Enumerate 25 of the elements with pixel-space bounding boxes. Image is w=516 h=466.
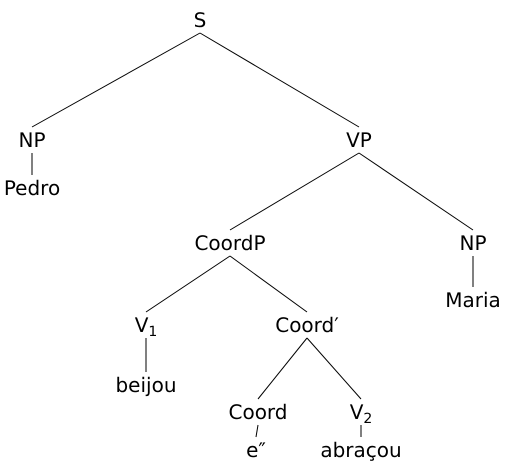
- tree-node-label: NP: [18, 128, 46, 152]
- tree-branch-line: [358, 152, 474, 230]
- tree-node-label: Coord: [228, 400, 288, 424]
- tree-branch-line: [360, 424, 362, 438]
- tree-node-label: beijou: [115, 373, 177, 397]
- tree-node-label: e″: [246, 438, 266, 462]
- tree-node-label: CoordP: [194, 231, 266, 255]
- tree-node-label: S: [194, 8, 206, 32]
- tree-node-label: abraçou: [320, 438, 402, 462]
- tree-node-label: Maria: [445, 288, 501, 312]
- tree-branch-line: [306, 338, 362, 400]
- tree-branch-line: [200, 32, 360, 128]
- tree-node-label: NP: [459, 231, 487, 255]
- tree-branch-line: [146, 256, 230, 312]
- tree-branch-line: [256, 424, 258, 438]
- tree-branch-line: [230, 256, 308, 312]
- tree-branch-line: [258, 338, 308, 400]
- tree-node-label: Pedro: [4, 176, 60, 200]
- tree-node-label: V$_{2}$: [350, 400, 372, 424]
- tree-node-label: Coord′: [275, 313, 339, 337]
- tree-branch-line: [230, 152, 360, 230]
- tree-node-label: V$_{1}$: [134, 313, 158, 337]
- tree-branch-line: [32, 32, 200, 128]
- tree-node-label: VP: [346, 128, 372, 152]
- tree-branch-line: [472, 256, 474, 288]
